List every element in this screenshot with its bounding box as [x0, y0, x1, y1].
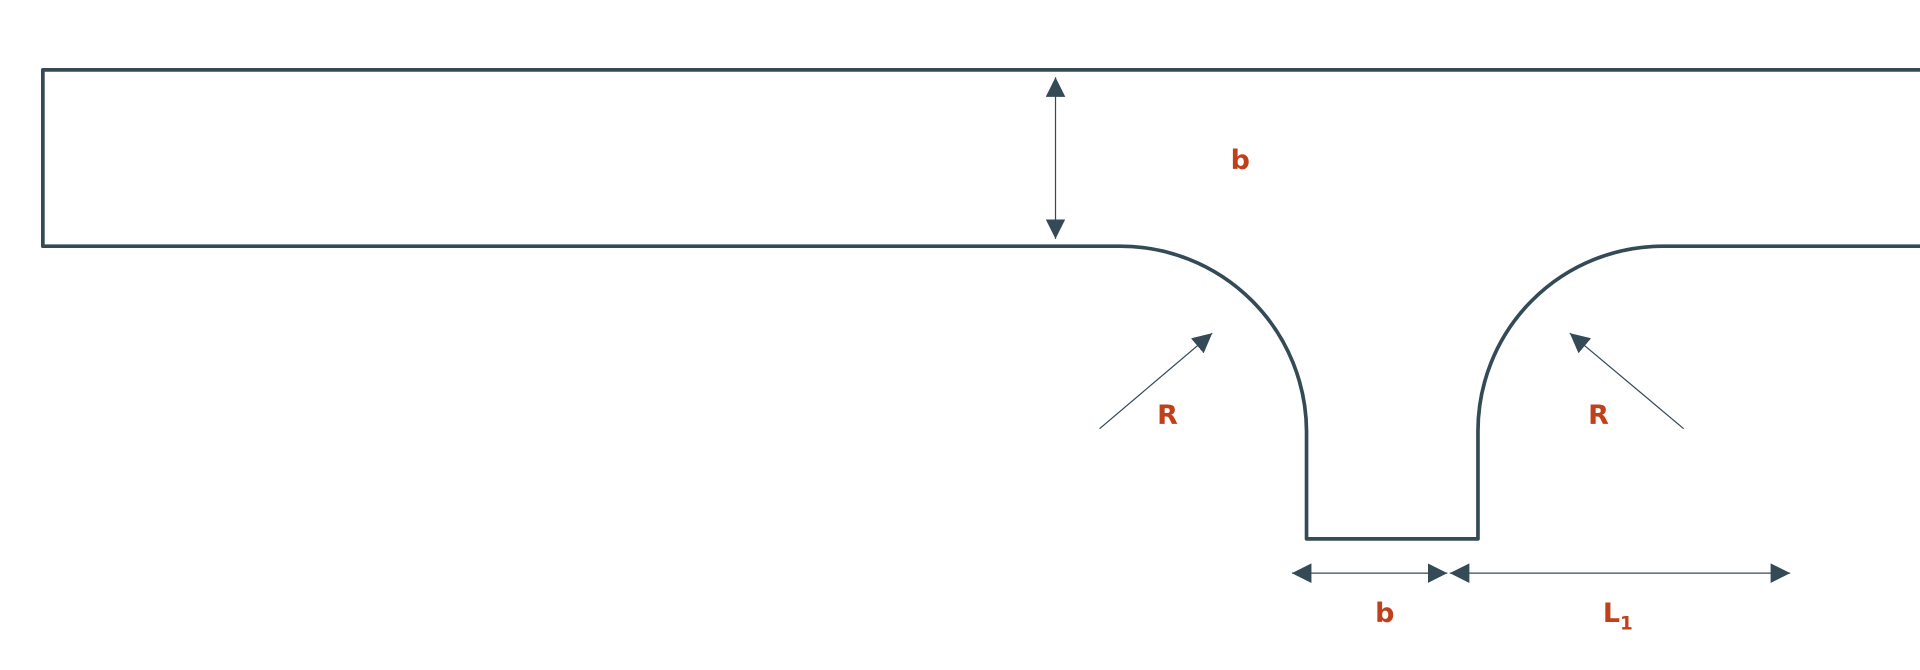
- label-b-bottom: b: [1375, 598, 1394, 629]
- label-L1: L1: [1603, 598, 1633, 634]
- radius-arrow-left: [1099, 332, 1213, 430]
- label-R-right: R: [1588, 400, 1609, 431]
- label-R-left: R: [1157, 400, 1178, 431]
- radius-arrow-right: [1569, 332, 1685, 430]
- channel-outline: [41, 68, 1920, 541]
- label-b-top: b: [1231, 145, 1250, 176]
